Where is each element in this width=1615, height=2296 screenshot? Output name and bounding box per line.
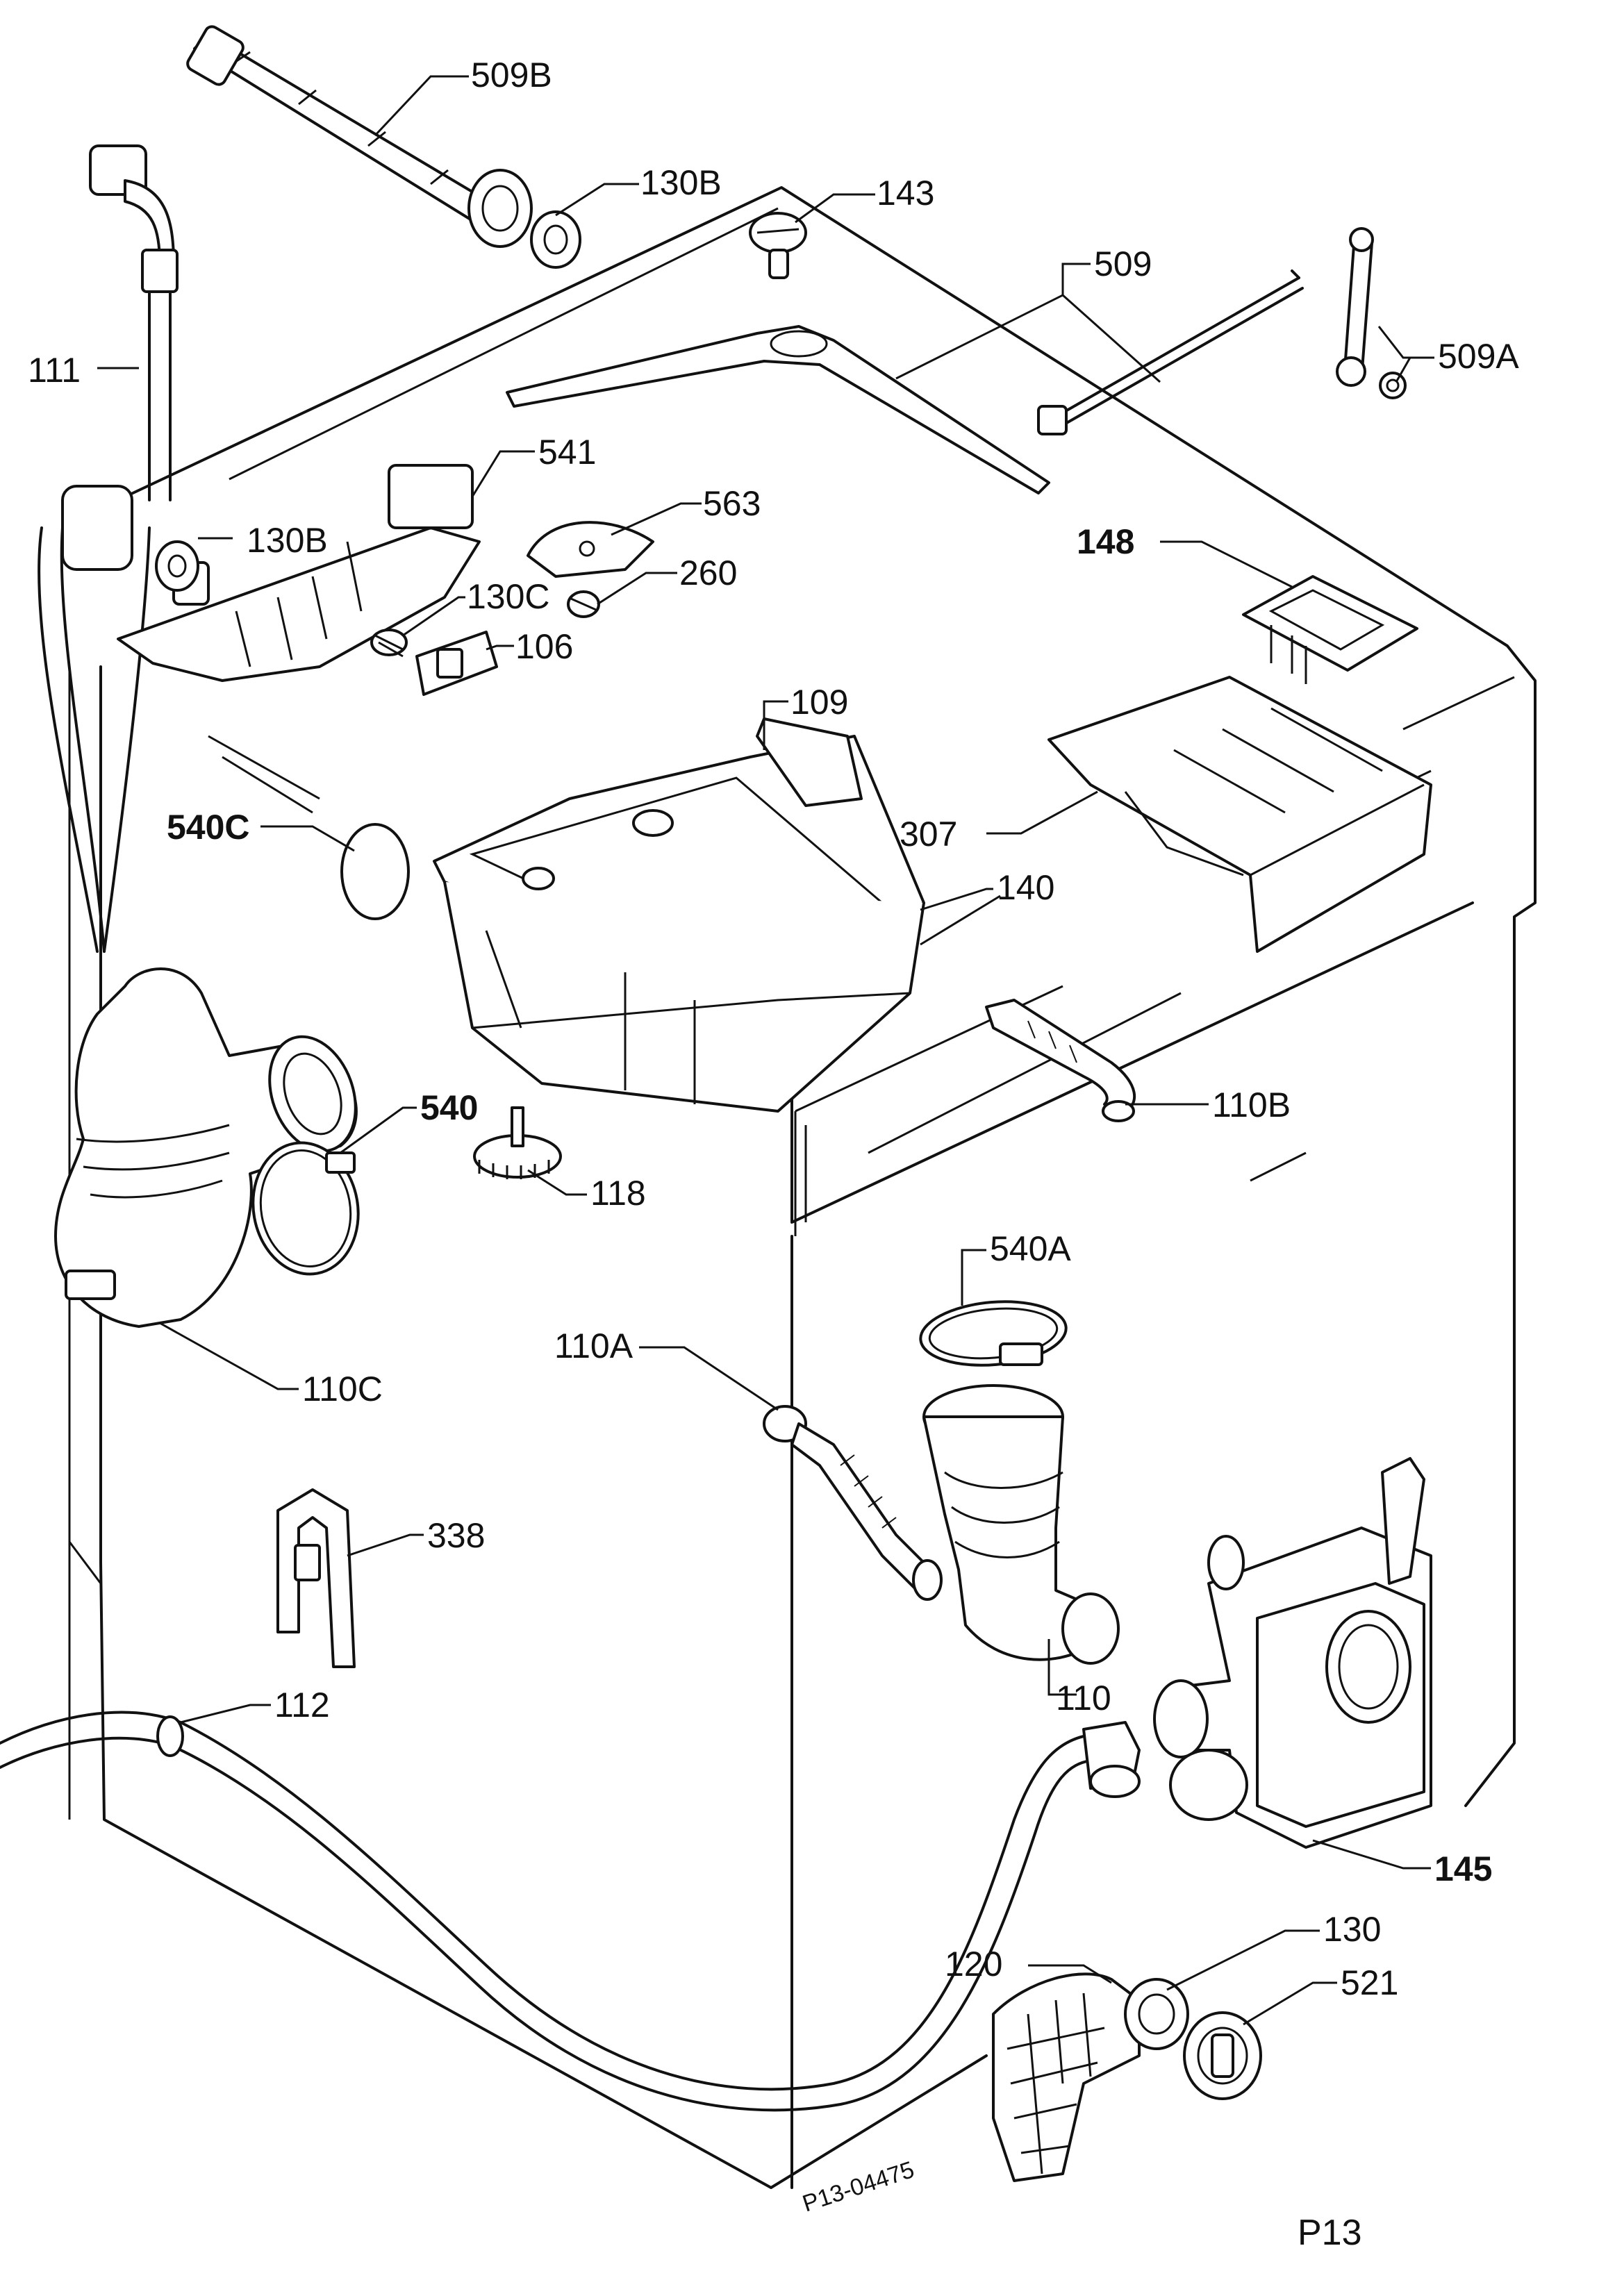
label-110: 110 xyxy=(1056,1679,1111,1717)
part-307-drawer xyxy=(1047,676,1432,953)
leader-lines xyxy=(97,75,1434,2026)
label-110a: 110A xyxy=(554,1326,633,1365)
drawing-number: P13-04475 xyxy=(800,2156,918,2218)
part-540-clamp xyxy=(251,1141,360,1276)
label-111: 111 xyxy=(28,351,81,390)
label-509b: 509B xyxy=(471,56,552,94)
part-120-filter xyxy=(992,1972,1141,2182)
part-109-140-dispenser xyxy=(433,717,925,1113)
label-509: 509 xyxy=(1094,244,1152,283)
label-540c: 540C xyxy=(167,808,250,847)
label-130b: 130B xyxy=(247,521,328,560)
part-110b-hose xyxy=(985,999,1136,1122)
label-118: 118 xyxy=(590,1174,646,1213)
label-509a: 509A xyxy=(1438,337,1519,376)
part-110c-sump-hose xyxy=(54,967,358,1328)
part-130c-spring xyxy=(370,629,408,658)
part-130b-top-nut xyxy=(530,210,581,269)
part-130-gasket xyxy=(1124,1978,1189,2050)
label-109: 109 xyxy=(790,683,848,722)
label-145: 145 xyxy=(1434,1849,1492,1888)
part-540a-clamp xyxy=(919,1300,1068,1367)
label-110c: 110C xyxy=(302,1370,383,1408)
label-130: 130 xyxy=(1323,1910,1381,1949)
part-110a-hose xyxy=(763,1405,943,1601)
part-118-wheel xyxy=(473,1106,562,1179)
label-307: 307 xyxy=(900,815,957,854)
label-130b-top: 130B xyxy=(640,163,722,202)
label-106: 106 xyxy=(515,627,573,666)
label-143: 143 xyxy=(877,174,934,213)
part-111-inlet-hose xyxy=(38,144,179,953)
part-509a-lever-arm xyxy=(1336,227,1407,399)
label-148: 148 xyxy=(1077,522,1134,561)
page-number: P13 xyxy=(1298,2213,1362,2253)
label-540a: 540A xyxy=(990,1229,1071,1268)
part-112-drain-hose xyxy=(0,1711,1141,2112)
part-521-cap xyxy=(1183,2011,1262,2100)
label-140: 140 xyxy=(997,868,1054,907)
part-563-cover xyxy=(527,521,654,578)
label-338: 338 xyxy=(427,1516,485,1555)
label-521: 521 xyxy=(1341,1963,1398,2002)
part-145-pump xyxy=(1153,1457,1432,1849)
part-130b-valve-nut xyxy=(155,540,199,592)
label-112: 112 xyxy=(274,1686,330,1724)
callout-labels: 509B 130B 143 509 509A 111 541 563 130B … xyxy=(28,56,1519,2002)
label-120: 120 xyxy=(945,1945,1002,1983)
part-509b-inlet-pipe xyxy=(186,25,533,248)
part-148-panel xyxy=(1242,575,1418,684)
part-338-clip xyxy=(276,1488,356,1668)
part-509-lever-assembly xyxy=(506,269,1304,494)
part-106-slider xyxy=(415,631,498,696)
label-110b: 110B xyxy=(1212,1085,1291,1124)
part-143-knob xyxy=(749,212,807,279)
label-563: 563 xyxy=(703,484,761,523)
label-130c: 130C xyxy=(467,577,550,616)
part-110-bellow-hose xyxy=(922,1384,1120,1665)
part-260-spring xyxy=(567,590,600,618)
label-541: 541 xyxy=(538,433,596,472)
label-260: 260 xyxy=(679,554,737,592)
label-540: 540 xyxy=(420,1088,478,1127)
part-540c-clip xyxy=(340,823,410,920)
